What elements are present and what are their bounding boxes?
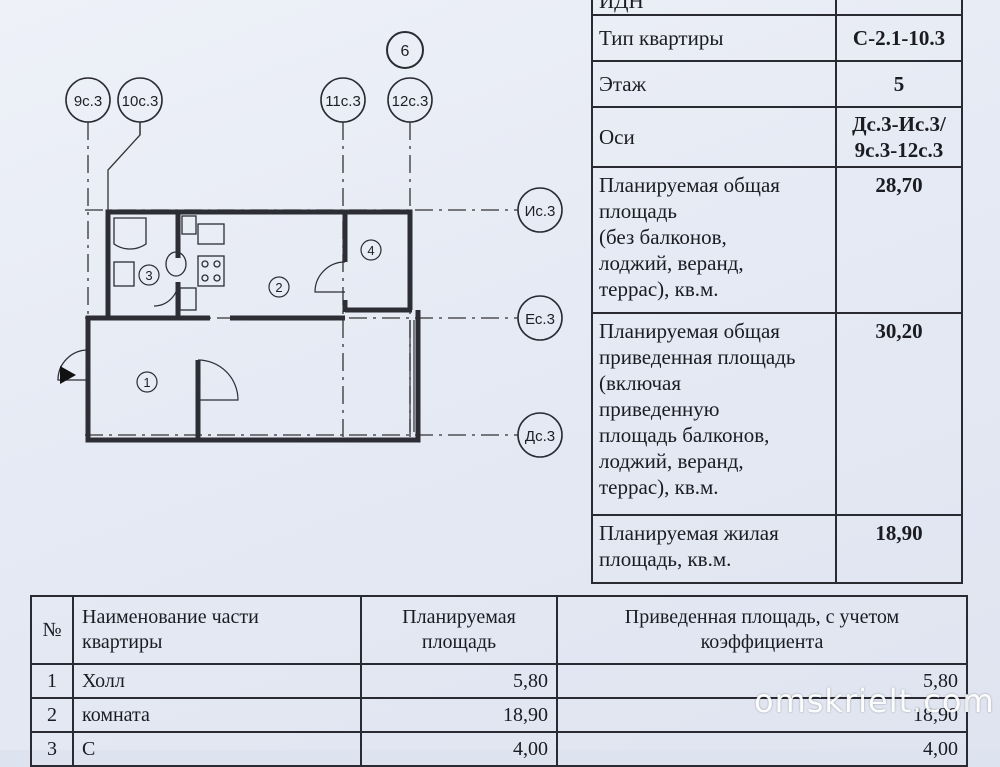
table-row: 2 комната 18,90 18,90 [30, 697, 968, 733]
entry-door [57, 349, 89, 384]
header-num: № [30, 595, 74, 665]
room-marker-1: 1 [136, 371, 158, 393]
watermark: omskrielt.com [754, 682, 995, 720]
window [409, 320, 415, 432]
axis-leader [107, 122, 141, 212]
svg-text:3: 3 [145, 268, 152, 283]
axis-label: Дс.3 [525, 428, 555, 445]
svg-text:4: 4 [367, 243, 374, 258]
svg-text:2: 2 [275, 280, 282, 295]
room-marker-4: 4 [360, 239, 382, 261]
section-marker: 6 [386, 31, 424, 69]
axis-marker-12c3: 12с.3 [387, 77, 433, 123]
fixtures [113, 215, 225, 311]
axis-marker-Ec3: Ес.3 [517, 295, 563, 341]
info-row-axes: Оси Дс.3-Ис.3/ 9с.3-12с.3 [591, 106, 963, 168]
door-arc [197, 359, 239, 401]
axis-marker-11c3: 11с.3 [320, 77, 366, 123]
info-row-living-area: Планируемая жилая площадь, кв.м. 18,90 [591, 514, 963, 584]
axis-label: 12с.3 [392, 93, 429, 110]
table-row: 3 С 4,00 4,00 [30, 731, 968, 767]
door-arc [153, 281, 179, 307]
header-reduced-area: Приведенная площадь, с учетом коэффициен… [556, 595, 968, 665]
axis-label: Ис.3 [525, 203, 556, 220]
info-row-floor: Этаж 5 [591, 60, 963, 108]
room-marker-2: 2 [268, 276, 290, 298]
axis-label: 11с.3 [325, 93, 361, 110]
table-row: 1 Холл 5,80 5,80 [30, 663, 968, 699]
axis-marker-Dc3: Дс.3 [517, 412, 563, 458]
apartment-info-table: ИДН Тип квартиры С-2.1-10.3 Этаж 5 Оси Д… [591, 0, 963, 584]
svg-text:1: 1 [143, 375, 150, 390]
axis-label: 10с.3 [122, 93, 159, 110]
axis-label: 9с.3 [74, 93, 102, 110]
header-area: Планируемая площадь [360, 595, 558, 665]
parts-table-header: № Наименование части квартиры Планируема… [30, 595, 968, 665]
info-row-idn: ИДН [591, 0, 963, 16]
axis-marker-9c3: 9с.3 [65, 77, 111, 123]
apartment-parts-table: № Наименование части квартиры Планируема… [30, 595, 968, 767]
axis-marker-Ic3: Ис.3 [517, 187, 563, 233]
door-arc [314, 261, 346, 293]
walls [85, 209, 421, 443]
room-marker-3: 3 [138, 264, 160, 286]
info-row-reduced-area: Планируемая общая приведенная площадь (в… [591, 312, 963, 516]
header-name: Наименование части квартиры [72, 595, 362, 665]
floor-plan: 9с.3 10с.3 11с.3 12с.3 6 Ис.3 Ес.3 [57, 31, 563, 458]
section-number: 6 [401, 43, 410, 60]
axis-marker-10c3: 10с.3 [117, 77, 163, 123]
info-row-type: Тип квартиры С-2.1-10.3 [591, 14, 963, 62]
axis-label: Ес.3 [525, 311, 555, 328]
info-row-total-area: Планируемая общая площадь (без балконов,… [591, 166, 963, 314]
